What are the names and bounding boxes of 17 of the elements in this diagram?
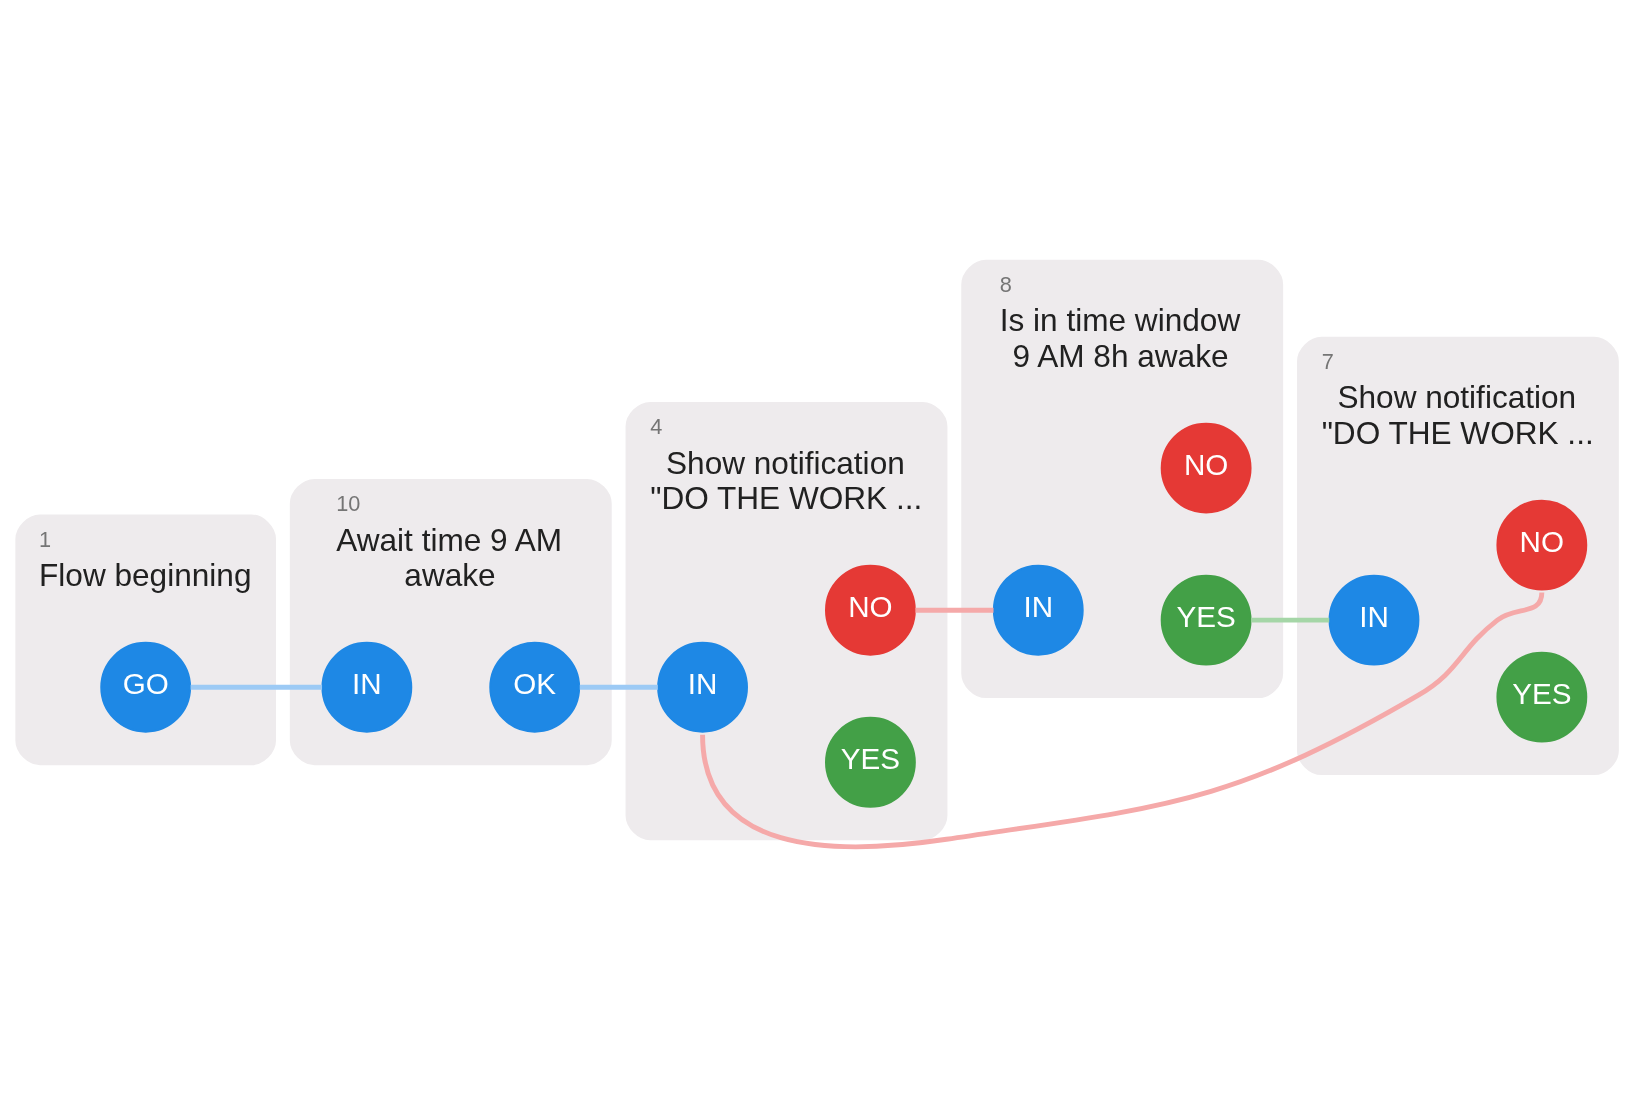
node-circle: IN (321, 641, 413, 733)
node-circle: YES (1160, 574, 1252, 666)
node-circle: NO (1496, 499, 1588, 591)
node-circle: NO (825, 564, 916, 656)
node-circle: NO (1160, 422, 1252, 514)
node-circle: GO (100, 641, 192, 733)
node-circle: IN (992, 564, 1084, 656)
node-circle: YES (1496, 651, 1588, 743)
connector (915, 607, 994, 613)
connector (1251, 617, 1330, 623)
node-circle: IN (1328, 574, 1420, 666)
node-circle: OK (489, 641, 581, 733)
node-circle: IN (657, 641, 748, 733)
connector (579, 684, 658, 690)
node-circle: YES (825, 716, 916, 808)
connector (190, 684, 323, 690)
connector (700, 591, 1545, 850)
